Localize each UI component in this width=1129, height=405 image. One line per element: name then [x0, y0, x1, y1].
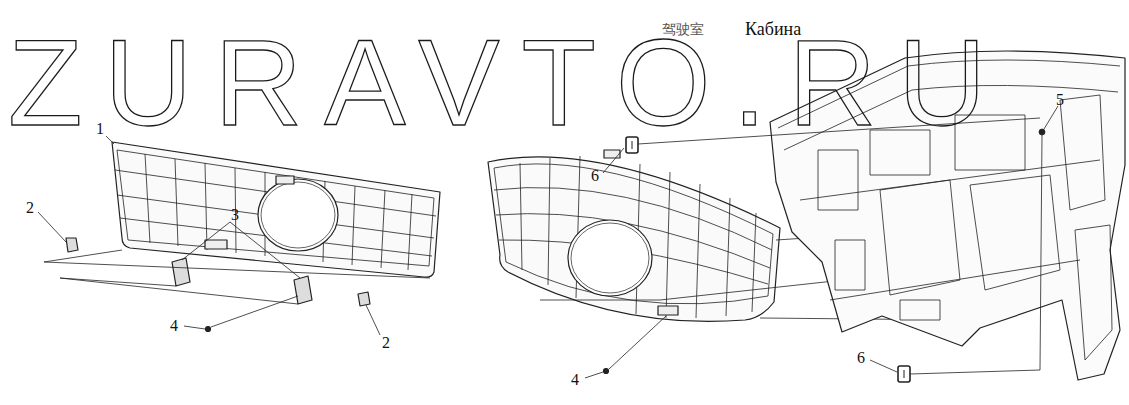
callout-number: 6 [857, 350, 865, 366]
section-title: 驾驶室 [662, 22, 704, 36]
callout-number: 4 [571, 372, 579, 388]
callout-number: 6 [591, 168, 599, 184]
callout-number: 5 [1056, 92, 1064, 108]
callout-number: 2 [382, 335, 390, 351]
section-title: Кабина [745, 20, 801, 38]
callout-number: 2 [26, 200, 34, 216]
callout-number: 4 [170, 318, 178, 334]
watermark: ZURAVTO.RU [8, 22, 1008, 144]
callout-number: 3 [231, 207, 239, 223]
callout-number: 1 [96, 121, 104, 137]
